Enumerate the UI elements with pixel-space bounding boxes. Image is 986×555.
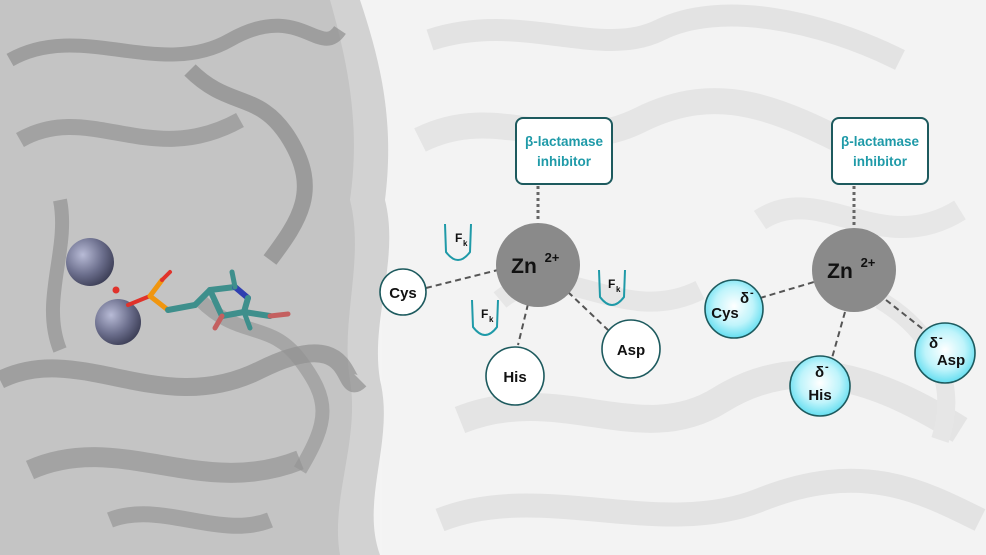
cys-zn-bond — [425, 269, 499, 289]
partial-charge-delta: δ — [740, 290, 749, 307]
cys-residue-node — [379, 268, 427, 316]
cys-label: Cys — [389, 285, 417, 302]
his-zn-bond — [517, 303, 529, 346]
zinc-charge: 2+ — [545, 250, 560, 265]
zinc-ion-sphere — [95, 299, 141, 345]
his-zn-bond — [831, 311, 846, 359]
asp-zn-bond — [567, 291, 609, 331]
inhibitor-label-line1: β-lactamase — [841, 134, 920, 149]
partial-charge-sign: - — [750, 287, 754, 299]
inhibitor-ligand-sticks — [126, 269, 291, 331]
panel-b-scheme: β-lactamase inhibitor Zn 2+ Cys δ - δ - … — [704, 117, 976, 417]
panel-a-scheme: β-lactamase inhibitor Zn 2+ Cys His Asp … — [379, 117, 661, 406]
inhibitor-label-line1: β-lactamase — [525, 134, 604, 149]
protein-structure-panel — [0, 0, 390, 555]
svg-text:F: F — [608, 277, 615, 291]
fk-potential-well: F k — [598, 269, 626, 306]
his-residue-node — [485, 346, 545, 406]
inhibitor-box — [831, 117, 929, 185]
partial-charge-sign: - — [939, 332, 943, 344]
his-label: His — [808, 387, 831, 404]
cys-residue-node — [704, 279, 764, 339]
asp-label: Asp — [617, 342, 645, 359]
fk-potential-well: F k — [444, 223, 472, 261]
asp-label: Asp — [937, 352, 965, 369]
fk-potential-well: F k — [471, 299, 499, 336]
partial-charge-delta: δ — [815, 364, 824, 381]
water-oxygen-atom — [112, 286, 120, 294]
zinc-ion-node — [812, 228, 896, 312]
inhibitor-label-line2: inhibitor — [853, 154, 908, 169]
zinc-ion-sphere — [66, 238, 114, 286]
zinc-charge: 2+ — [861, 255, 876, 270]
cys-label: Cys — [711, 305, 739, 322]
zinc-label: Zn — [511, 255, 537, 278]
inhibitor-box — [515, 117, 613, 185]
asp-zn-bond — [885, 299, 925, 331]
zinc-ion-node — [496, 223, 580, 307]
svg-text:k: k — [616, 285, 621, 294]
asp-residue-node — [601, 319, 661, 379]
his-label: His — [503, 369, 526, 386]
asp-residue-node — [914, 322, 976, 384]
svg-text:k: k — [489, 315, 494, 324]
zinc-label: Zn — [827, 260, 853, 283]
inhibitor-label-line2: inhibitor — [537, 154, 592, 169]
partial-charge-delta: δ — [929, 335, 938, 352]
his-residue-node — [789, 355, 851, 417]
svg-text:F: F — [481, 307, 488, 321]
svg-text:k: k — [463, 239, 468, 248]
partial-charge-sign: - — [825, 361, 829, 373]
svg-text:F: F — [455, 231, 462, 245]
